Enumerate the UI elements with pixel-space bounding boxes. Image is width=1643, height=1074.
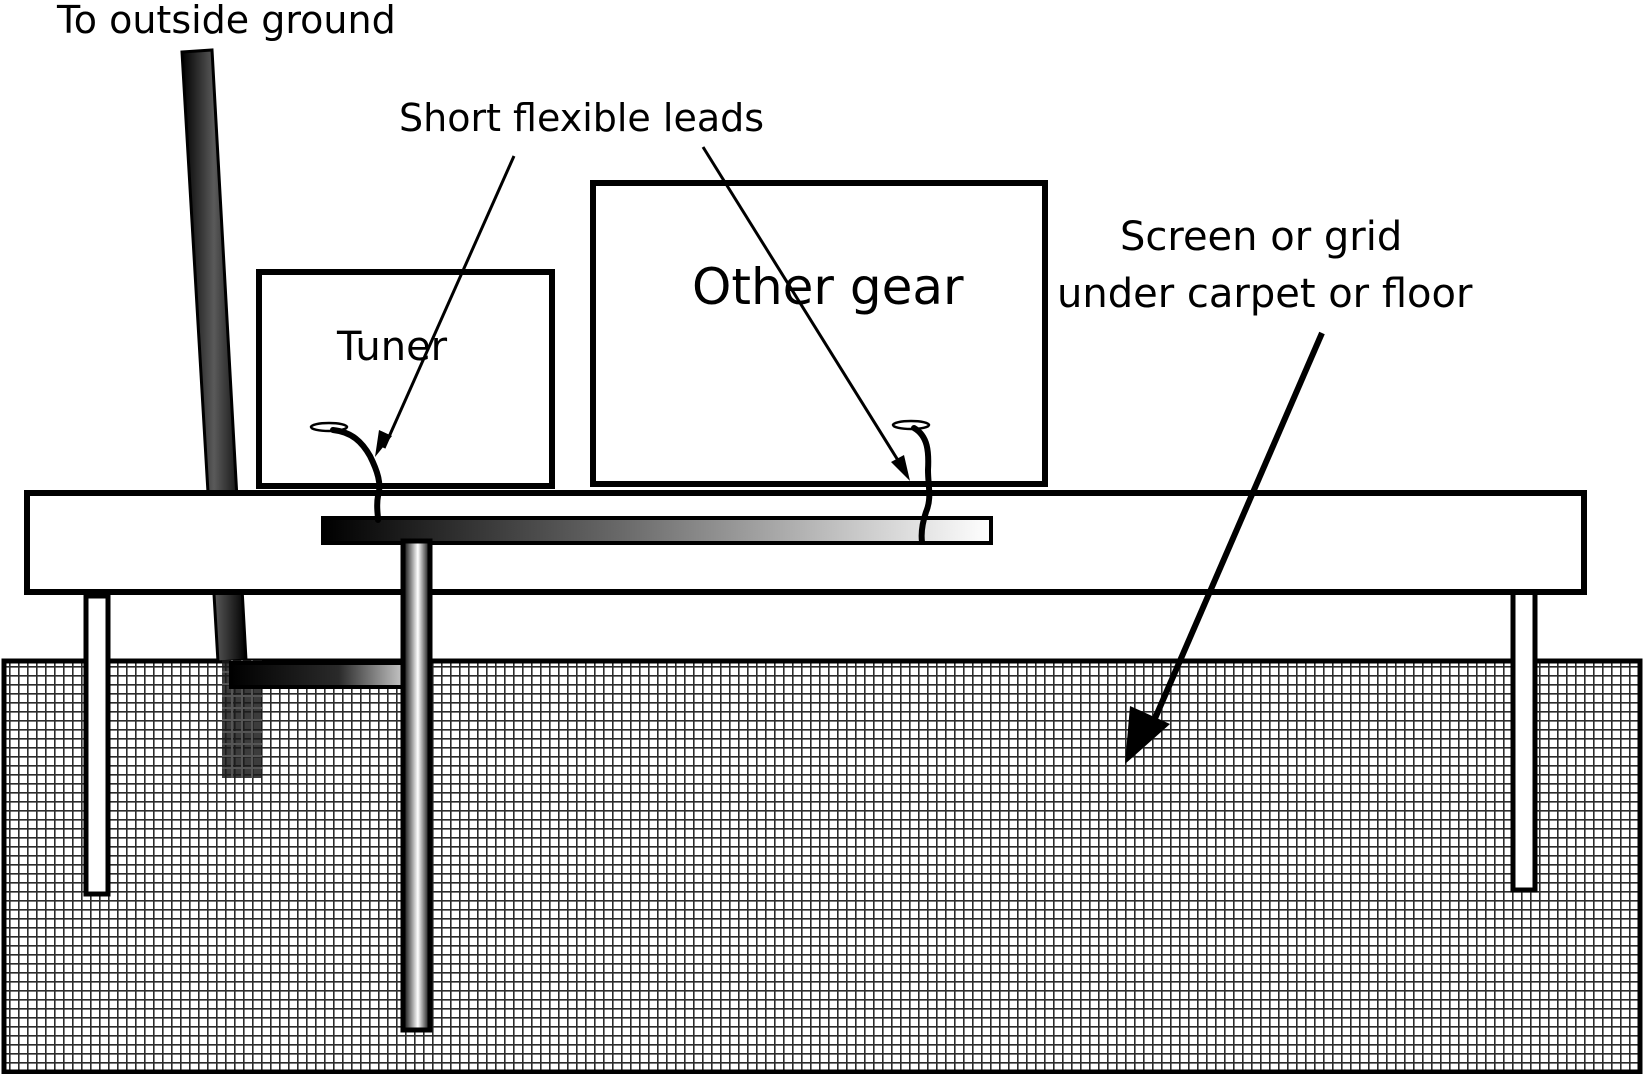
tuner-box bbox=[256, 269, 555, 489]
label-short-flexible-leads: Short flexible leads bbox=[399, 96, 764, 140]
label-other-gear: Other gear bbox=[692, 258, 964, 316]
grid-arrow-head bbox=[1125, 706, 1170, 764]
vertical-ground-rod bbox=[400, 538, 433, 1033]
label-screen-line-2: under carpet or floor bbox=[1057, 271, 1473, 317]
leads-arrow-left-head bbox=[375, 430, 392, 457]
floor-grid-screen bbox=[1, 658, 1643, 1074]
grid-arrow-line bbox=[1147, 331, 1325, 732]
label-screen-line-1: Screen or grid bbox=[1120, 214, 1402, 260]
leads-arrow-left-line bbox=[382, 155, 516, 449]
gear-lug-icon bbox=[891, 419, 931, 431]
leads-arrow-right-line bbox=[701, 146, 906, 471]
label-tuner: Tuner bbox=[336, 324, 448, 370]
leads-arrow-right-head bbox=[891, 455, 910, 481]
gear-flexible-lead bbox=[911, 425, 933, 545]
ground-bus-bar bbox=[321, 516, 993, 545]
label-outside-ground: To outside ground bbox=[56, 0, 396, 42]
tuner-flexible-lead bbox=[330, 427, 383, 523]
table-leg-left bbox=[83, 593, 111, 897]
table-leg-right bbox=[1510, 585, 1538, 893]
lower-ground-bus bbox=[229, 661, 429, 689]
